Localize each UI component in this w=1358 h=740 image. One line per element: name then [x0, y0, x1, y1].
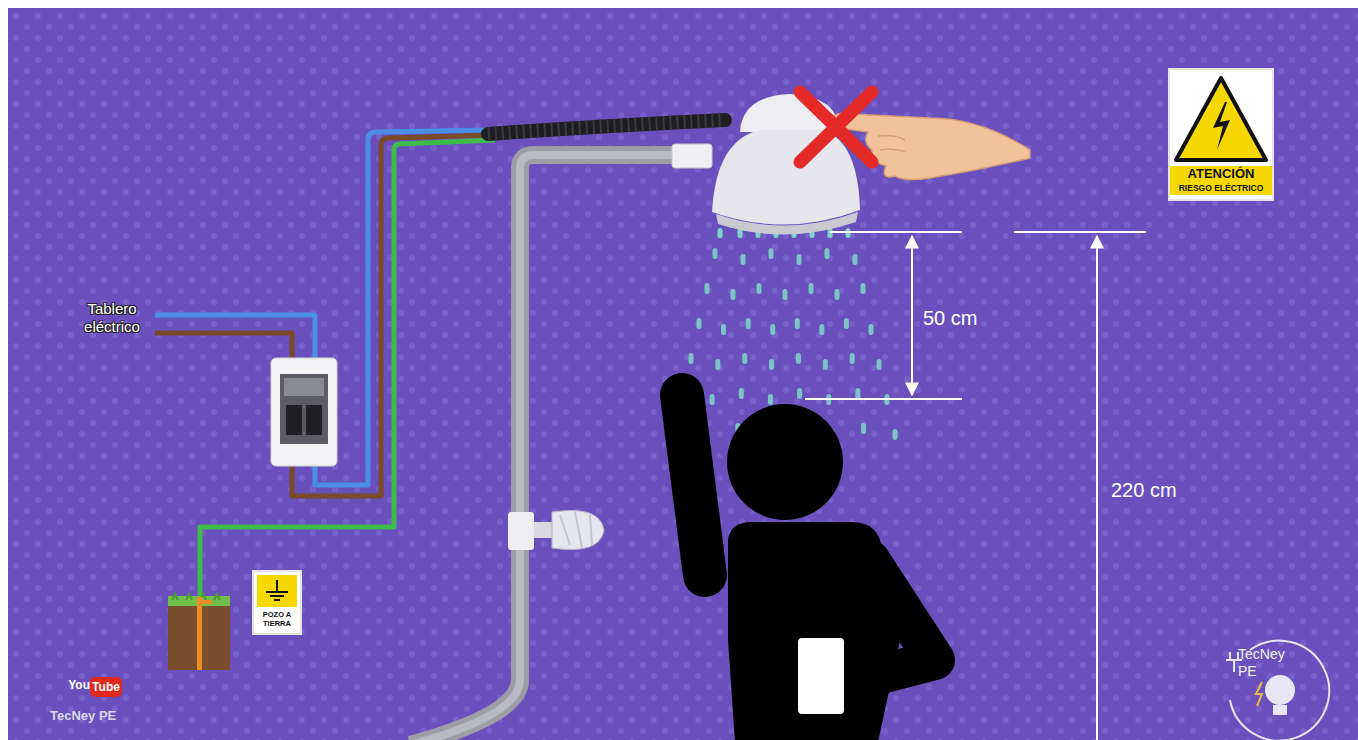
- warning-hand: [800, 92, 1030, 180]
- water-drop: [819, 324, 824, 335]
- water-drop: [809, 283, 814, 294]
- sign-heading: POZO A TIERRA: [254, 610, 300, 629]
- water-drop: [797, 254, 802, 265]
- dimension-lines: [805, 232, 1146, 740]
- water-drop: [844, 318, 849, 329]
- watermark-logo: You: [62, 678, 90, 692]
- water-drop: [853, 254, 858, 265]
- water-drop: [769, 359, 774, 370]
- water-drop: [713, 248, 718, 259]
- panel-label: Tablero eléctrico: [62, 300, 162, 336]
- power-cable: [488, 120, 725, 134]
- watermark: TecNey PE: [50, 708, 140, 724]
- water-pipe: [410, 144, 712, 740]
- person-silhouette: [682, 395, 935, 740]
- water-drop: [869, 324, 874, 335]
- water-drop: [742, 353, 747, 364]
- watermark-logo: Tube: [90, 680, 122, 694]
- water-drop: [861, 423, 866, 434]
- water-drop: [850, 353, 855, 364]
- water-drop: [731, 289, 736, 300]
- water-drop: [835, 289, 840, 300]
- water-drop: [861, 283, 866, 294]
- wiring: [155, 130, 495, 597]
- dimension-label: 220 cm: [1108, 478, 1180, 502]
- water-drop: [797, 388, 802, 399]
- water-drop: [855, 388, 860, 399]
- ground-symbol: [254, 572, 300, 610]
- water-drop: [823, 359, 828, 370]
- water-drop: [770, 324, 775, 335]
- warning-sign: ATENCIÓNRIESGO ELÉCTRICO: [1168, 68, 1274, 201]
- water-drop: [697, 318, 702, 329]
- water-drop: [689, 353, 694, 364]
- water-drop: [768, 394, 773, 405]
- tecney-logo: [1226, 641, 1329, 740]
- watermark: TecNey PE: [1238, 646, 1290, 680]
- water-drop: [783, 289, 788, 300]
- water-drop: [795, 318, 800, 329]
- sign-heading: ATENCIÓN: [1170, 166, 1272, 183]
- sign-text: RIESGO ELÉCTRICO: [1170, 183, 1272, 195]
- water-drop: [893, 429, 898, 440]
- water-drop: [721, 324, 726, 335]
- water-drop: [705, 283, 710, 294]
- water-drop: [877, 359, 882, 370]
- water-drop: [757, 283, 762, 294]
- breaker-box: [271, 358, 337, 466]
- water-drop: [741, 254, 746, 265]
- water-drop: [710, 394, 715, 405]
- water-valve: [508, 510, 604, 550]
- water-drop: [746, 318, 751, 329]
- water-drop: [718, 228, 723, 238]
- water-drop: [769, 248, 774, 259]
- background: [8, 8, 1358, 740]
- ground-sign: POZO A TIERRA: [252, 570, 302, 635]
- water-drop: [825, 248, 830, 259]
- danger-triangle: [1170, 70, 1272, 166]
- youtube-badge: [90, 677, 122, 697]
- ground-pit: [168, 594, 230, 670]
- water-drop: [796, 353, 801, 364]
- water-drop: [739, 388, 744, 399]
- water-drop: [715, 359, 720, 370]
- dimension-label: 50 cm: [920, 306, 980, 330]
